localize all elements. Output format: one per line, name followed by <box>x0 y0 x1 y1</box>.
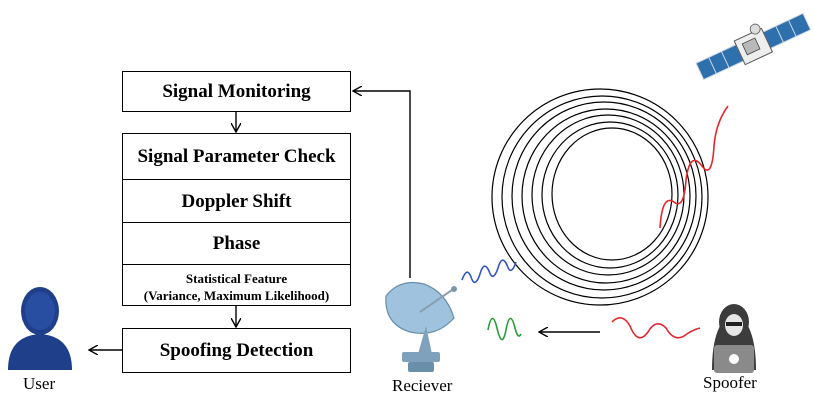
spoofer-caption: Spoofer <box>703 373 757 392</box>
phase-row: Phase <box>123 222 350 265</box>
spoofer-icon <box>712 304 756 373</box>
satellite-icon <box>695 12 812 81</box>
satellite-red-wave <box>659 105 729 229</box>
user-icon <box>8 287 72 370</box>
receiver-caption: Reciever <box>392 376 453 395</box>
signal-monitoring-box: Signal Monitoring <box>122 71 351 112</box>
receiver-dish-icon <box>385 281 457 372</box>
statistical-feature-detail: (Variance, Maximum Likelihood) <box>143 287 330 303</box>
parameter-check-row: Signal Parameter Check <box>123 134 350 179</box>
parameter-check-group: Signal Parameter Check Doppler Shift Pha… <box>122 133 351 306</box>
parameter-check-label: Signal Parameter Check <box>137 145 336 167</box>
signal-monitoring-label: Signal Monitoring <box>162 80 311 102</box>
phase-label: Phase <box>212 233 261 254</box>
spoofing-detection-box: Spoofing Detection <box>122 328 351 373</box>
receiver-wave <box>461 259 517 284</box>
green-wave <box>487 317 522 341</box>
arrow-receiver-to-monitor <box>354 91 411 278</box>
statistical-feature-label: Statistical Feature <box>185 270 288 286</box>
doppler-shift-row: Doppler Shift <box>123 179 350 223</box>
spoofer-red-wave <box>611 317 701 339</box>
doppler-shift-label: Doppler Shift <box>181 190 292 212</box>
user-caption: User <box>23 374 56 393</box>
statistical-feature-row: Statistical Feature (Variance, Maximum L… <box>123 264 350 308</box>
signal-rings <box>491 88 709 306</box>
spoofing-detection-label: Spoofing Detection <box>159 339 314 361</box>
